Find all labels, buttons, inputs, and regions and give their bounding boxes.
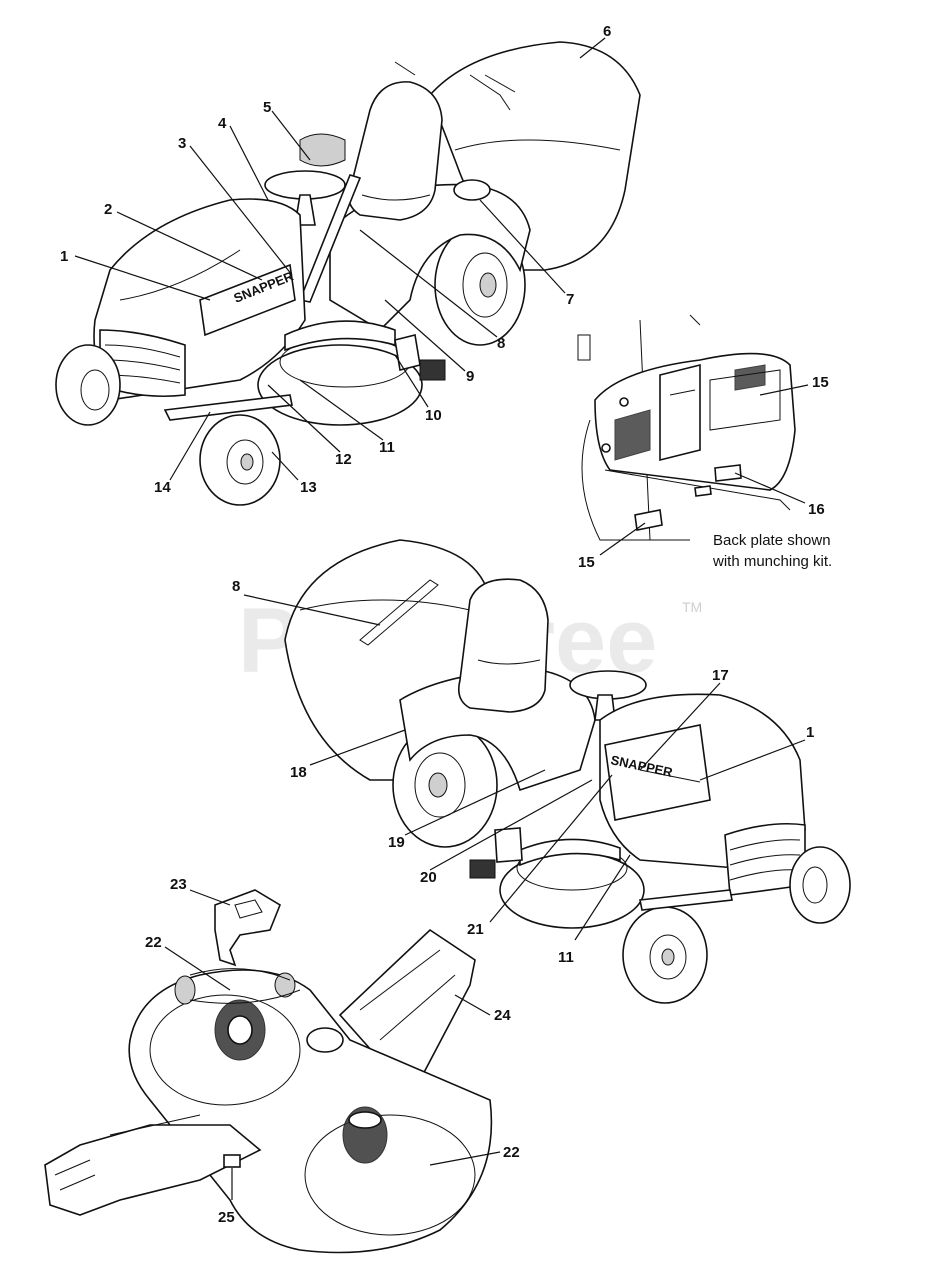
callout-1: 1: [60, 248, 68, 265]
callout-22-lower: 22: [503, 1144, 520, 1161]
callout-1-lower: 1: [806, 724, 814, 741]
callout-21: 21: [467, 921, 484, 938]
callout-9: 9: [466, 368, 474, 385]
callout-16: 16: [808, 501, 825, 518]
callout-24: 24: [494, 1007, 511, 1024]
caption-line-1: Back plate shown: [713, 532, 831, 549]
mower-lower-illustration: SNAPPER: [284, 539, 851, 1004]
callout-6: 6: [603, 23, 611, 40]
lower-callouts: 8 17 1 18 19 20 21 11: [232, 578, 814, 966]
deck-leaders: [164, 889, 501, 1200]
top-leaders: [74, 37, 606, 481]
callout-23: 23: [170, 876, 187, 893]
back-plate-inset: [577, 314, 796, 541]
callout-8-lower: 8: [232, 578, 240, 595]
callout-19: 19: [388, 834, 405, 851]
callout-25: 25: [218, 1209, 235, 1226]
inset-leaders: [599, 384, 809, 556]
callout-18: 18: [290, 764, 307, 781]
callout-11-lower: 11: [558, 949, 574, 966]
deck-illustration: [44, 889, 493, 1254]
callout-17: 17: [712, 667, 729, 684]
inset-caption: Back plate shown with munching kit.: [712, 532, 832, 570]
deck-callouts: 23 22 24 22 25: [145, 876, 520, 1226]
callout-22-upper: 22: [145, 934, 162, 951]
lower-leaders: [243, 594, 806, 941]
top-callouts: 1 2 3 4 5 6 7 8 9 10 11 12 13 14: [60, 23, 611, 496]
caption-line-2: with munching kit.: [712, 553, 832, 570]
watermark-tm: TM: [682, 599, 702, 615]
callout-15-upper: 15: [812, 374, 829, 391]
callout-4: 4: [218, 115, 227, 132]
callout-10: 10: [425, 407, 442, 424]
mower-top-illustration: SNAPPER: [55, 41, 641, 506]
callout-20: 20: [420, 869, 437, 886]
callout-7: 7: [566, 291, 574, 308]
callout-5: 5: [263, 99, 271, 116]
callout-12: 12: [335, 451, 352, 468]
callout-13: 13: [300, 479, 317, 496]
callout-3: 3: [178, 135, 186, 152]
callout-2: 2: [104, 201, 112, 218]
callout-11: 11: [379, 439, 395, 456]
callout-14: 14: [154, 479, 171, 496]
callout-15-lower: 15: [578, 554, 595, 571]
callout-8: 8: [497, 335, 505, 352]
inset-callouts: 15 16 15: [578, 374, 829, 571]
